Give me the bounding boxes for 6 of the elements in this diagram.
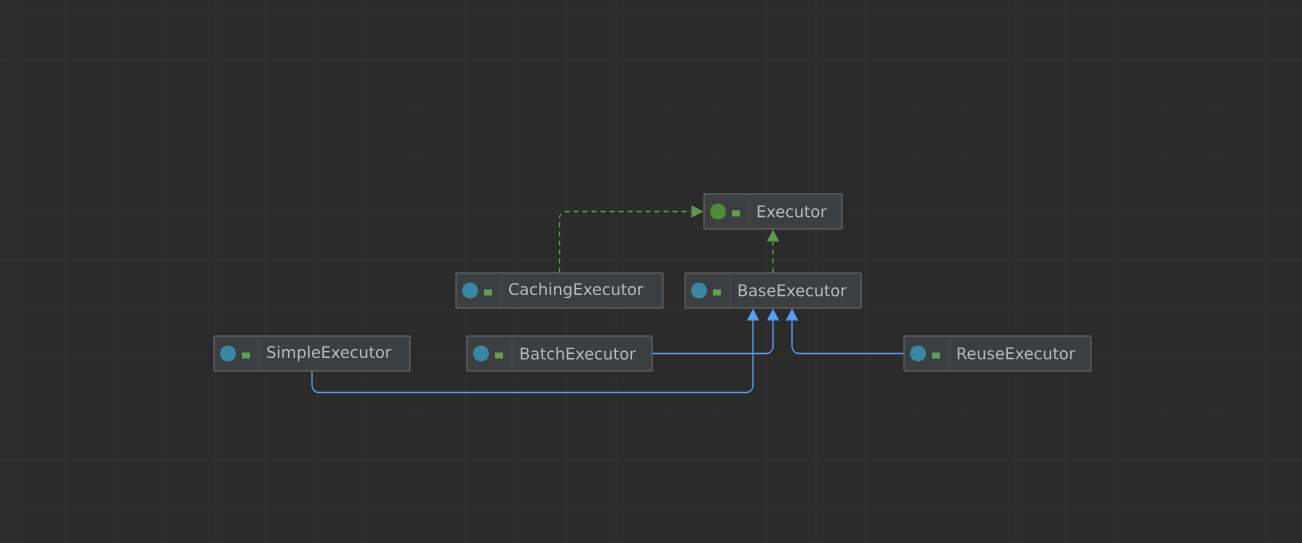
class-box: SimpleExecutor bbox=[213, 335, 411, 372]
class-box: ReuseExecutor bbox=[903, 335, 1092, 372]
class-box: CachingExecutor bbox=[455, 272, 664, 309]
class-box: BatchExecutor bbox=[466, 335, 653, 372]
class-box: BaseExecutor bbox=[684, 272, 862, 309]
class-box: Executor bbox=[703, 193, 843, 230]
